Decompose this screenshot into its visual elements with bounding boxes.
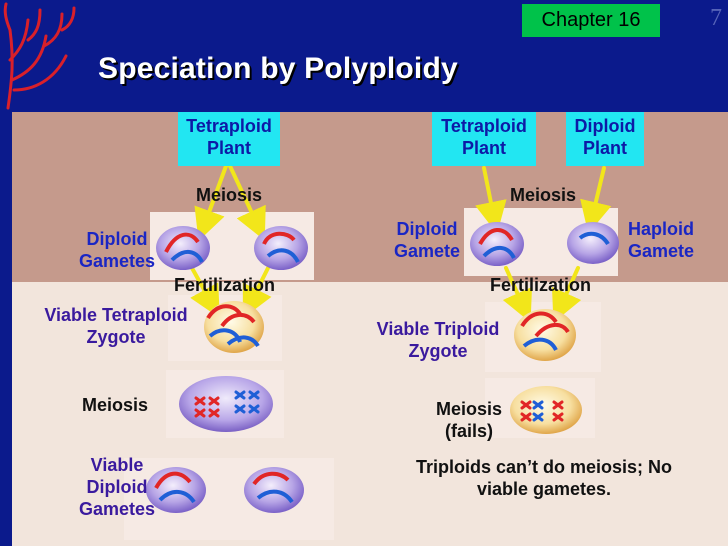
left-diploid-gametes-label: Diploid Gametes bbox=[78, 229, 156, 271]
haploid-gamete-cell bbox=[567, 222, 619, 264]
left-viable-tetraploid-zygote-label: Viable Tetraploid Zygote bbox=[44, 305, 188, 347]
diploid-gamete-cell-1 bbox=[156, 226, 210, 270]
right-tetraploid-plant-box: Tetraploid Plant bbox=[432, 112, 536, 166]
meiosis-cell-right bbox=[510, 386, 582, 434]
right-meiosis-fails-label: Meiosis (fails) bbox=[435, 399, 503, 441]
tetraploid-zygote-cell bbox=[204, 301, 264, 353]
meiosis-cell-left bbox=[179, 376, 273, 432]
arrows-left bbox=[190, 164, 272, 319]
triploid-note: Triploids can’t do meiosis; No viable ga… bbox=[415, 457, 673, 499]
right-fertilization-label: Fertilization bbox=[490, 275, 592, 295]
right-meiosis-label: Meiosis bbox=[510, 185, 577, 205]
left-viable-diploid-gametes-label: Viable Diploid Gametes bbox=[78, 455, 156, 519]
left-meiosis-label: Meiosis bbox=[196, 185, 263, 205]
left-fertilization-label: Fertilization bbox=[174, 275, 276, 295]
right-diploid-gamete-label: Diploid Gamete bbox=[393, 219, 461, 261]
chapter-badge: Chapter 16 bbox=[522, 4, 660, 37]
diploid-gamete-cell-right bbox=[470, 222, 524, 266]
slide-title: Speciation by Polyploidy bbox=[98, 52, 458, 85]
page-number: 7 bbox=[710, 5, 722, 31]
left-tetraploid-plant-box: Tetraploid Plant bbox=[178, 112, 280, 166]
left-meiosis-bottom-label: Meiosis bbox=[82, 395, 149, 415]
arrows-right bbox=[475, 166, 612, 323]
coral-logo-icon bbox=[3, 2, 76, 110]
viable-gamete-cell-2 bbox=[244, 467, 304, 513]
right-haploid-gamete-label: Haploid Gamete bbox=[627, 219, 695, 261]
right-diploid-plant-box: Diploid Plant bbox=[566, 112, 644, 166]
triploid-zygote-cell bbox=[514, 309, 576, 361]
diploid-gamete-cell-2 bbox=[254, 226, 308, 270]
viable-gamete-cell-1 bbox=[146, 467, 206, 513]
right-viable-triploid-zygote-label: Viable Triploid Zygote bbox=[376, 319, 500, 361]
